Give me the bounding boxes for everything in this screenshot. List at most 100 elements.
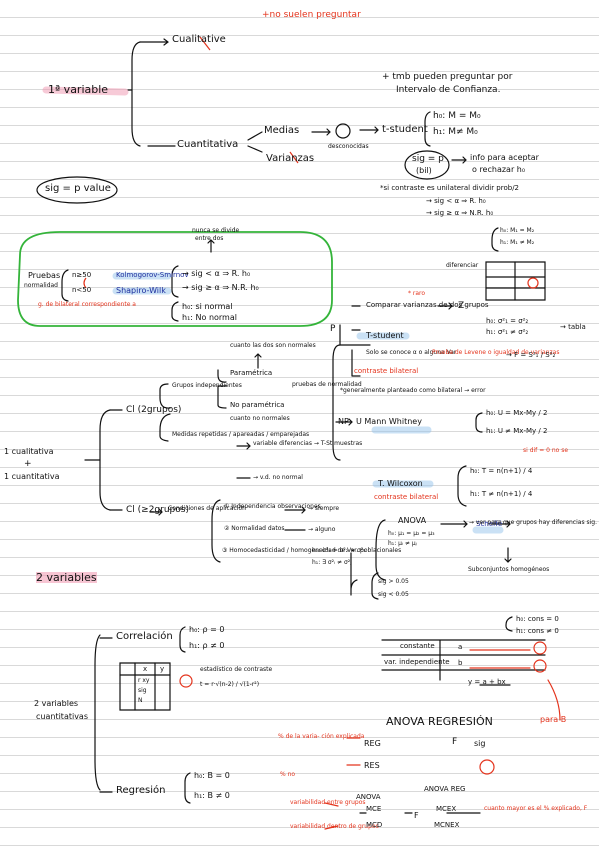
ci-2-grupos: Cl (2grupos) — [126, 405, 182, 415]
anova-f-label-2: F — [414, 811, 419, 820]
generalmente-note: *generalmente planteado como bilateral →… — [340, 387, 486, 394]
mcex-label: MCEX — [436, 805, 457, 813]
red-res-note: % no — [280, 771, 296, 778]
info-1: info para aceptar — [470, 153, 539, 162]
mann-whitney: U Mann Whitney — [356, 417, 422, 426]
dos-cuant-1: 2 variables — [34, 699, 79, 708]
f-ratio: → F = S²₁ / S²₂ — [506, 351, 556, 359]
shapiro: Shapiro-Wilk — [116, 286, 166, 295]
sig-grande: sig > 0.05 — [378, 578, 409, 585]
diferenciar-label: diferenciar — [446, 262, 479, 269]
h1-anova: h₁: μᵢ ≠ μⱼ — [388, 540, 417, 547]
anova-label: ANOVA — [398, 516, 427, 525]
constante-row: constante — [400, 642, 435, 650]
corr-n: N — [138, 697, 143, 704]
entre-dos: entre dos — [195, 235, 224, 242]
sig-pvalue: sig = p value — [45, 183, 111, 194]
second-variables-label: 2 variables — [36, 571, 97, 584]
correlacion-label: Correlación — [116, 631, 173, 642]
y-model: y = a + bx — [468, 678, 506, 686]
h0-var: h₀: σ²₁ = σ²₂ — [486, 317, 529, 325]
var-entre-note: variabilidad entre grupos — [290, 799, 366, 806]
anova-sig-label: sig — [474, 739, 486, 748]
info-2: o rechazar h₀ — [472, 165, 526, 174]
h0-rho: h₀: ρ = 0 — [189, 625, 225, 634]
header-red-note: +no suelen preguntar — [262, 10, 361, 20]
cuantitativa-1: 1 cuantitativa — [4, 472, 60, 481]
reg-label: REG — [364, 739, 381, 748]
scheffe-label: Scheffé — [476, 520, 503, 528]
ci-mas2-grupos: Cl (≥2grupos) — [126, 505, 189, 515]
homocedasticidad: ③ Homocedasticidad / homogeneidad de Var… — [222, 547, 402, 554]
anova-regresion-title: ANOVA REGRESIÓN — [386, 715, 493, 728]
h0-medias: h₀: M = M₀ — [433, 111, 481, 121]
t-student-label: T-student — [366, 331, 404, 340]
h1-mann: h₁: U ≠ Mx-My / 2 — [486, 427, 548, 435]
pruebas-normalidad: pruebas de normalidad — [292, 381, 362, 388]
h1-diferenciar: h₁: M₁ ≠ M₂ — [500, 239, 535, 246]
no-parametrica-label: No paramétrica — [230, 401, 285, 409]
ver-par-note: → ver para que grupos hay diferencias si… — [468, 519, 597, 526]
plus-sign: + — [24, 459, 32, 469]
corr-val: r xy — [138, 677, 150, 684]
cualitativa-1: 1 cualitativa — [4, 447, 54, 456]
alguno-note: → alguno — [308, 526, 336, 533]
h1-wilcoxon: h₁: T ≠ n(n+1) / 4 — [470, 490, 533, 498]
p-label: P — [330, 324, 336, 334]
np-label: NP — [338, 417, 349, 426]
n-lt50: n<50 — [72, 286, 92, 294]
mcnex-label: MCNEX — [434, 821, 460, 829]
reg-note: cuanto mayor es el % explicado, F — [484, 805, 588, 812]
h1-beta: h₁: B ≠ 0 — [194, 791, 230, 800]
sig-p: sig = p — [412, 154, 444, 164]
corr-sig: sig — [138, 687, 147, 694]
h1-constante: h₁: cons ≠ 0 — [516, 627, 559, 635]
matrix-x: x — [143, 665, 148, 673]
pink-highlight — [42, 86, 129, 96]
dos-cuant-2: cuantitativas — [36, 712, 89, 721]
raro-note: * raro — [408, 290, 426, 297]
cuantitativa-label: Cuantitativa — [177, 139, 239, 150]
pruebas-label: Pruebas — [28, 271, 61, 280]
var-dentro-note: variabilidad dentro de grupos — [290, 823, 379, 830]
h0-diferenciar: h₀: M₁ = M₂ — [500, 227, 535, 234]
medidas-repetidas: Medidas repetidas / apareadas / empareja… — [172, 431, 310, 438]
variable-dif: variable diferencias → T-St muestras — [253, 440, 363, 447]
np-var-dif: → v.d. no normal — [253, 474, 303, 481]
h0-mann: h₀: U = Mx-My / 2 — [486, 409, 548, 417]
var-independiente-row: var. independiente — [384, 658, 450, 666]
cuanto-no-normales: cuanto no normales — [230, 415, 290, 422]
ic-note-2: Intervalo de Confianza. — [396, 85, 501, 95]
si-dif-note: si dif = 0 no se — [523, 447, 569, 454]
contraste-bilateral-1: contraste bilateral — [354, 367, 419, 375]
tabla-note: → tabla — [560, 323, 586, 331]
z-label-1: Z — [458, 301, 465, 311]
norm-h1: h₁: No normal — [182, 313, 237, 322]
t-formula: t = r·√(n-2) / √(1-r²) — [200, 681, 260, 688]
anova-reg-small: ANOVA REG — [424, 785, 466, 793]
grupos-independientes: Grupos independientes — [172, 382, 242, 389]
h1-medias: h₁: M≠ M₀ — [433, 127, 478, 137]
tstudent-label: t-student — [382, 124, 428, 135]
h0-anova: h₀: μ₁ = μ₂ = μ₃ — [388, 530, 435, 537]
rule-accept: → sig < α ⇒ R. h₀ — [426, 197, 486, 205]
para-b-note: para B — [540, 715, 567, 724]
condiciones-aplicacion: Condiciones de aplicación — [168, 505, 246, 512]
comparar-varianzas: Comparar varianzas de dos grupos — [366, 301, 489, 309]
estadistico-label: estadístico de contraste — [200, 666, 273, 673]
sig-peque: sig < 0.05 — [378, 591, 409, 598]
mce-label: MCE — [366, 805, 382, 813]
res-label: RES — [364, 761, 380, 770]
siempre-note: → siempre — [308, 505, 340, 512]
norm-rule2: → sig ≥ α ⇒ N.R. h₀ — [182, 283, 259, 292]
h1-homoced: h₁: ∃ σ²ᵢ ≠ σ²ⱼ — [312, 559, 352, 566]
arrow-cualitativa — [139, 38, 169, 46]
bil-label: (bil) — [416, 166, 432, 175]
prueba-levene: Prueba de Levene o igualdad de varianzas — [432, 349, 560, 356]
desconocidas-label: desconocidas — [328, 143, 369, 150]
unilateral-note: *si contraste es unilateral dividir prob… — [380, 184, 520, 192]
matrix-y: y — [160, 665, 165, 673]
anova-small: ANOVA — [356, 793, 381, 801]
